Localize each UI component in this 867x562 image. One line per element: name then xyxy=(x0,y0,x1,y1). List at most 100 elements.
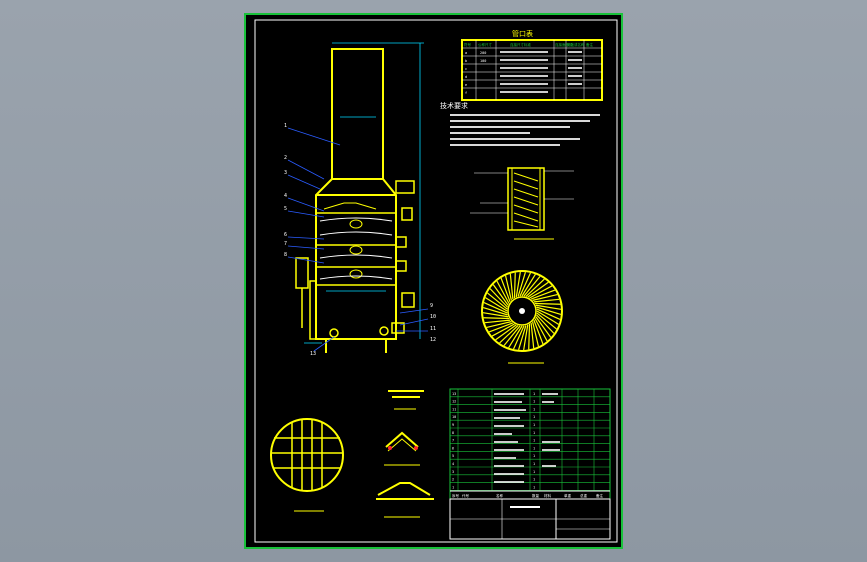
inner-frame xyxy=(254,19,618,543)
parts-header-cell: 材料 xyxy=(544,493,552,498)
nozzle-col-size: 公称尺寸 xyxy=(478,42,492,47)
parts-row-index: 2 xyxy=(452,478,454,482)
nozzle-row-a-size: 200 xyxy=(480,51,486,55)
nozzle-row-b-size: 100 xyxy=(480,59,486,63)
distributor-blade xyxy=(499,325,519,344)
side-nozzles xyxy=(329,180,415,338)
parts-row-index: 12 xyxy=(452,400,456,404)
parts-header-cell: 总重 xyxy=(580,493,588,498)
distributor-blade xyxy=(517,271,527,297)
distributor-blade xyxy=(535,316,552,338)
parts-row-qty: 1 xyxy=(533,439,535,443)
distributor-blade xyxy=(496,280,510,304)
nozzle-table: 管口表 符号 公称尺寸 连 xyxy=(461,29,603,101)
drawing-sheet: 1 2 3 4 5 6 7 8 9 10 11 12 13 管口表 xyxy=(244,13,623,549)
distributor-blade xyxy=(491,323,515,337)
distributor-blade xyxy=(527,281,549,298)
distributor-blade xyxy=(509,273,514,300)
parts-row-index: 6 xyxy=(452,446,454,450)
parts-row-qty: 1 xyxy=(533,446,535,450)
spray-layers xyxy=(319,202,393,280)
balloon-4: 4 xyxy=(284,193,287,199)
parts-row-qty: 1 xyxy=(533,485,535,489)
parts-row-qty: 1 xyxy=(533,454,535,458)
distributor-blade xyxy=(523,276,541,297)
outer-frame xyxy=(244,13,623,549)
distributor-plan xyxy=(481,270,563,364)
parts-row-index: 5 xyxy=(452,454,454,458)
distributor-blade xyxy=(536,314,555,334)
parts-row-index: 11 xyxy=(452,407,456,411)
distributor-blade xyxy=(508,325,523,348)
distributor-blade xyxy=(503,325,521,346)
balloon-11: 11 xyxy=(430,326,436,332)
parts-header-cell: 单重 xyxy=(564,493,572,498)
parts-header-cell: 名称 xyxy=(496,493,504,498)
nozzle-table-title: 管口表 xyxy=(512,29,533,38)
dimension-lines xyxy=(304,42,424,344)
nozzle-row-e: e xyxy=(465,83,467,87)
distributor-blade xyxy=(521,274,536,297)
distributor-blade xyxy=(486,321,512,329)
balloon-13: 13 xyxy=(310,351,316,357)
nozzle-col-remark: 备注 xyxy=(586,42,594,47)
distributor-blade xyxy=(523,324,529,351)
distributor-blade xyxy=(534,302,561,305)
distributor-blade xyxy=(488,322,514,333)
distributor-blade xyxy=(533,319,544,345)
distributor-blade xyxy=(487,292,508,310)
distributor-blade xyxy=(536,308,561,321)
distributor-blade xyxy=(482,306,508,316)
distributor-blade xyxy=(536,310,559,325)
tower-shell xyxy=(315,178,397,340)
parts-row-qty: 1 xyxy=(533,392,535,396)
parts-row-index: 7 xyxy=(452,439,454,443)
distributor-blade xyxy=(483,317,510,320)
parts-header-cell: 数量 xyxy=(532,493,540,498)
nozzle-col-face: 连接面形式 xyxy=(555,42,573,47)
nozzle-row-d: d xyxy=(465,75,467,79)
distributor-blade xyxy=(495,324,517,341)
parts-row-index: 9 xyxy=(452,423,454,427)
exhaust-stack xyxy=(331,48,384,180)
distributor-blade xyxy=(528,323,531,350)
balloon-2: 2 xyxy=(284,155,287,161)
balloon-12: 12 xyxy=(430,337,436,343)
nozzle-col-standard: 连接尺寸标准 xyxy=(510,42,531,47)
nozzle-col-symbol: 符号 xyxy=(464,42,472,47)
distributor-blade xyxy=(483,301,508,314)
parts-row-index: 8 xyxy=(452,431,454,435)
distributor-blade xyxy=(536,312,557,330)
technical-requirements: 技术要求 xyxy=(440,101,600,146)
distributor-blade xyxy=(530,289,556,300)
distributor-blade xyxy=(529,285,553,299)
parts-row-qty: 1 xyxy=(533,400,535,404)
distributor-blade xyxy=(504,275,512,301)
parts-row-index: 4 xyxy=(452,462,454,466)
parts-row-index: 10 xyxy=(452,415,456,419)
distributor-blade xyxy=(500,277,511,303)
balloon-1: 1 xyxy=(284,123,287,129)
parts-row-qty: 1 xyxy=(533,407,535,411)
balloon-labels: 1 2 3 4 5 6 7 8 9 10 11 12 13 xyxy=(284,123,436,357)
balloon-8: 8 xyxy=(284,252,287,258)
distributor-blade xyxy=(484,319,511,324)
parts-row-index: 1 xyxy=(452,485,454,489)
tech-title: 技术要求 xyxy=(440,101,468,110)
distributor-blade xyxy=(512,325,525,350)
parts-row-qty: 1 xyxy=(533,431,535,435)
section-details xyxy=(376,390,434,518)
balloon-6: 6 xyxy=(284,232,287,238)
nozzle-col-purpose: 用途或名称 xyxy=(567,42,585,47)
nozzle-row-b: b xyxy=(465,59,467,63)
parts-row-qty: 1 xyxy=(533,478,535,482)
distributor-blade xyxy=(536,306,562,316)
distributor-blade xyxy=(517,325,527,351)
nozzle-row-f: f xyxy=(465,91,467,95)
distributor-blade xyxy=(489,288,508,308)
distributor-blade xyxy=(525,278,545,297)
balloon-5: 5 xyxy=(284,206,287,212)
distributor-blade xyxy=(532,321,540,347)
